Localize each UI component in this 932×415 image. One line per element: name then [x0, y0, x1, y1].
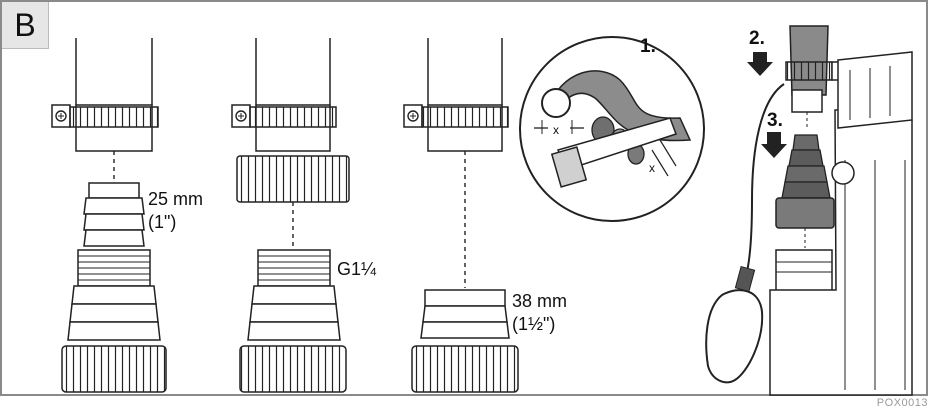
- hose-assembly-thread: [231, 38, 350, 393]
- hose3-size-label: 38 mm: [512, 291, 568, 311]
- float-switch: [705, 289, 764, 384]
- hose1-size-label: 25 mm: [148, 189, 204, 209]
- hose-clamp: [785, 61, 833, 81]
- step-2-label: 2.: [749, 28, 765, 49]
- saw-icon: [550, 117, 677, 188]
- hose3-inch-label: (1½"): [512, 314, 556, 334]
- hose-assembly-38mm: [403, 38, 519, 393]
- adapter-stepped-25mm: [61, 182, 167, 393]
- hose-assembly-25mm: [51, 38, 167, 393]
- hose: [789, 25, 829, 96]
- threaded-adapter: [239, 249, 347, 393]
- hose-clamp: [403, 104, 509, 128]
- pump-handle: [837, 51, 913, 129]
- pump-outlet: [775, 249, 833, 293]
- hose-clamp: [231, 104, 337, 128]
- adapter-38mm: [411, 289, 519, 393]
- pump-assembly: [705, 25, 913, 396]
- thread-label: G1¼: [337, 259, 377, 279]
- stepped-adapter-dark: [775, 134, 835, 229]
- hose1-inch-label: (1"): [148, 212, 177, 232]
- union-nut: [236, 155, 350, 203]
- float-cable: [744, 83, 785, 281]
- down-arrow-icon: [761, 132, 787, 158]
- step-3-label: 3.: [767, 110, 783, 131]
- cutting-detail: [519, 36, 705, 222]
- hose-clamp: [51, 104, 159, 128]
- panel-label: B: [2, 2, 49, 49]
- cut-mark-label: x: [649, 161, 655, 175]
- down-arrow-icon: [747, 52, 773, 76]
- figure-frame: [0, 0, 928, 396]
- step-1-label: 1.: [640, 36, 656, 57]
- cut-mark-label: x: [553, 123, 559, 137]
- figure-code: POX0013: [876, 397, 928, 409]
